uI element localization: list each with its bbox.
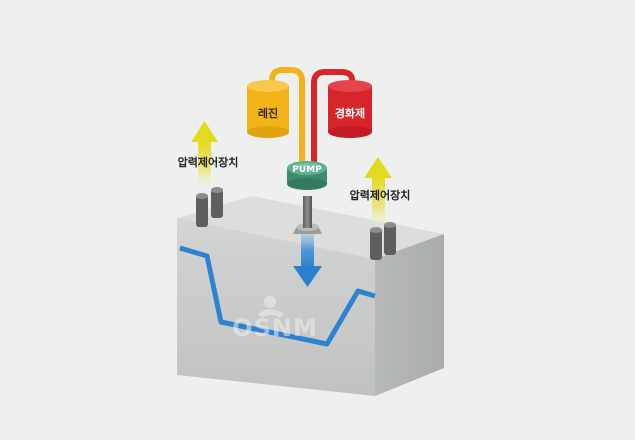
pressure-label-right: 압력제어장치: [350, 188, 411, 202]
hardener-tank-label: 경화제: [335, 106, 365, 120]
injection-nozzle: [293, 196, 322, 234]
resin-tank-label: 레진: [258, 106, 278, 120]
watermark-logo: OSNM: [232, 296, 318, 342]
hardener-tank: 경화제: [328, 80, 372, 138]
pump: PUMP: [287, 161, 327, 190]
pressure-rod-right-2: [384, 222, 396, 255]
pressure-arrow-right: [364, 157, 392, 232]
pressure-arrow-left: [191, 121, 218, 192]
mold-block-side: [375, 234, 444, 396]
pump-label: PUMP: [292, 165, 322, 175]
watermark-text: OSNM: [232, 314, 318, 342]
resin-pipe: [269, 67, 305, 162]
mold-cavity-outline: [179, 245, 376, 347]
pressure-control-right: 압력제어장치: [350, 157, 411, 260]
pressure-control-left: 압력제어장치: [178, 121, 239, 227]
injection-arrow: [293, 233, 322, 287]
mold-block-front: [177, 218, 375, 396]
pressure-rod-left-1: [196, 193, 208, 227]
pressure-rod-left-2: [211, 187, 223, 218]
resin-tank: 레진: [247, 80, 289, 138]
hardener-pipe: [311, 69, 355, 162]
pressure-rod-right-1: [370, 227, 382, 260]
pressure-label-left: 압력제어장치: [178, 155, 239, 169]
